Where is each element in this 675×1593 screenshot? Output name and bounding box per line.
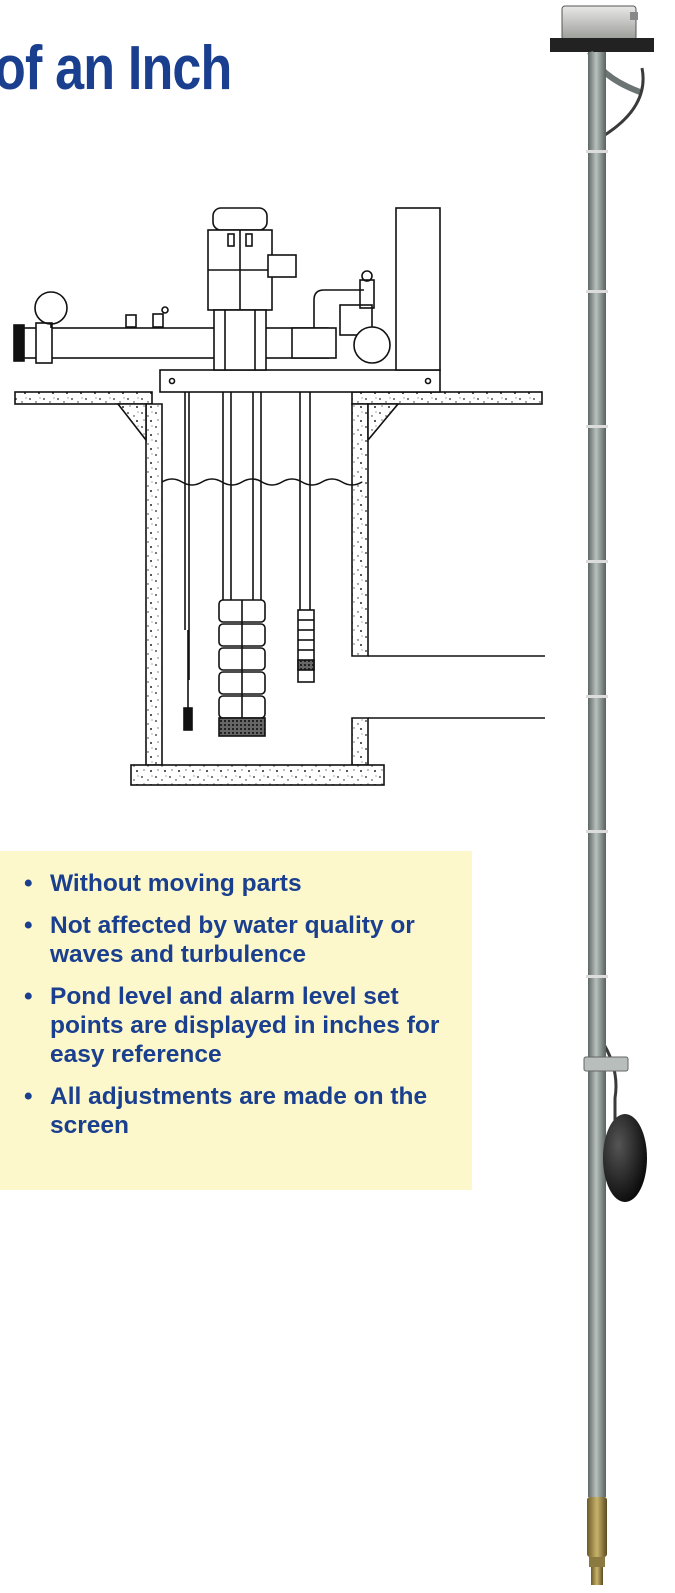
float-switch [183,707,193,731]
junction-box [561,5,637,41]
feature-item: •Without moving parts [24,870,302,897]
left-haunch [116,403,147,443]
feature-item: •Not affected by water quality or waves … [24,912,415,968]
float-clamp [583,1056,629,1072]
pump-station-diagram [13,207,545,786]
feature-item: •Pond level and alarm level set points a… [24,983,440,1068]
level-sensor-rod [550,5,654,1585]
base-slab [130,764,385,786]
sensor-pipe [588,52,606,1497]
mounting-bracket [550,38,654,52]
feature-item: •All adjustments are made on the screen [24,1083,428,1139]
valve-handwheel [34,291,68,325]
feature-list: •Without moving parts •Not affected by w… [22,869,452,1140]
ground-slab-right [351,391,543,405]
pump-base-plate [159,369,441,393]
feature-text: Pond level and alarm level set points ar… [50,983,440,1068]
water-surface [161,478,363,486]
discharge-pipe [17,327,329,359]
right-haunch [367,403,400,443]
feature-text: All adjustments are made on the screen [50,1083,428,1139]
pressure-probe [587,1497,607,1557]
feature-text: Not affected by water quality or waves a… [50,912,415,968]
sensor-cable [598,67,645,1158]
ground-slab-left [14,391,153,405]
page-title: of an Inch [0,34,232,103]
float-switch-ball [603,1114,647,1202]
control-panel [395,207,441,371]
feature-text: Without moving parts [50,870,302,897]
left-wall [145,403,163,766]
feature-callout-box: •Without moving parts •Not affected by w… [0,851,472,1190]
pump-intake-screen [218,717,266,737]
right-wall-lower [351,717,369,766]
right-wall [351,403,369,657]
motor-top [212,207,268,231]
